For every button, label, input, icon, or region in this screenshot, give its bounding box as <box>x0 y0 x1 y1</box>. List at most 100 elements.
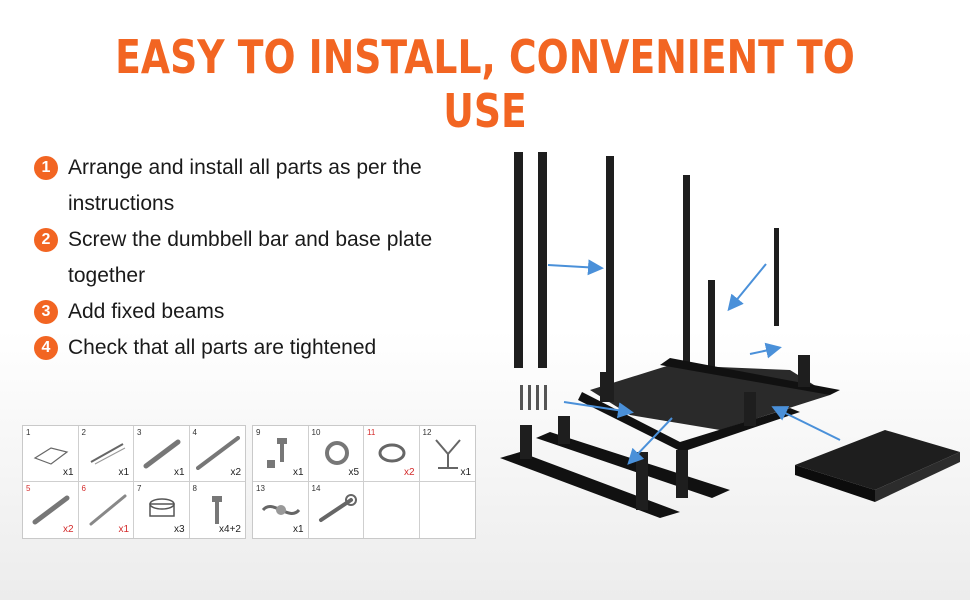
part-quantity: x1 <box>173 467 185 478</box>
part-number: 2 <box>81 428 86 437</box>
step-number-badge: 3 <box>34 300 58 324</box>
part-number: 1 <box>26 428 31 437</box>
bolt-nut-icon <box>267 438 287 468</box>
part-cell: 7 x3 <box>134 482 190 538</box>
long-tube-icon <box>195 436 240 470</box>
part-number: 4 <box>192 428 197 437</box>
part-quantity: x1 <box>292 467 304 478</box>
rod-icon <box>89 494 126 526</box>
step-number-badge: 1 <box>34 156 58 180</box>
part-cell: 11 x2 <box>364 426 420 482</box>
post-part <box>636 452 648 510</box>
part-number: 9 <box>256 428 261 437</box>
part-cell: 8 x4+2 <box>190 482 246 538</box>
harness-icon <box>434 439 461 469</box>
bolt-part <box>544 385 547 410</box>
arrow-indicator <box>727 263 767 312</box>
step-number-badge: 2 <box>34 228 58 252</box>
part-number: 5 <box>26 484 31 493</box>
bracket-icon <box>90 443 125 465</box>
post-part <box>798 355 810 387</box>
post-part <box>520 425 532 459</box>
part-cell: 4 x2 <box>189 426 245 482</box>
part-number: 11 <box>367 428 376 437</box>
pole-part <box>683 175 690 370</box>
part-quantity: x1 <box>62 467 74 478</box>
part-quantity: x3 <box>173 524 185 535</box>
step-text: Screw the dumbbell bar and base plate to… <box>68 228 433 287</box>
part-cell: 10 x5 <box>308 426 364 482</box>
tube-icon <box>32 495 70 525</box>
arrow-indicator <box>547 259 604 276</box>
step-3: 3 Add fixed beams <box>34 294 454 330</box>
part-quantity: x1 <box>118 467 129 478</box>
bolt-part <box>520 385 523 410</box>
empty-cell <box>364 482 420 538</box>
part-cell: 14 <box>309 482 364 538</box>
part-number: 8 <box>192 484 197 493</box>
part-quantity: x4+2 <box>219 524 241 535</box>
steps-list: 1 Arrange and install all parts as per t… <box>34 150 454 366</box>
pull-plate-part <box>875 452 960 502</box>
part-cell: 9 x1 <box>253 426 309 482</box>
part-quantity: x2 <box>403 467 415 478</box>
step-text: Arrange and install all parts as per the… <box>68 156 422 215</box>
strap-icon <box>261 505 301 515</box>
part-cell: 13 x1 <box>253 482 309 538</box>
page-title: EASY TO INSTALL, CONVENIENT TO USE <box>115 30 855 138</box>
arrow-indicator <box>563 401 634 419</box>
frame-rail-part <box>660 358 840 395</box>
part-cell: 6 x1 <box>79 482 134 538</box>
part-quantity: x2 <box>230 467 241 478</box>
part-number: 13 <box>256 484 265 493</box>
post-part <box>600 372 614 402</box>
pole-part <box>514 152 523 368</box>
post-part <box>676 450 688 498</box>
arrow-indicator <box>749 342 782 359</box>
pole-part <box>606 156 614 391</box>
step-4: 4 Check that all parts are tightened <box>34 330 454 366</box>
part-cell: 12 x1 <box>419 426 475 482</box>
part-number: 12 <box>422 428 432 437</box>
post-part <box>744 392 756 426</box>
part-number: 6 <box>81 484 86 493</box>
tube-icon <box>143 439 181 469</box>
part-cell: 1 x1 <box>23 426 79 482</box>
part-quantity: x5 <box>348 467 359 478</box>
part-number: 10 <box>311 428 321 437</box>
pole-part <box>538 152 547 368</box>
wrench-icon <box>318 494 357 522</box>
part-quantity: x1 <box>460 467 471 478</box>
part-number: 14 <box>311 484 321 493</box>
plate-icon <box>33 447 69 465</box>
cap-icon <box>149 498 175 517</box>
pole-part <box>774 228 779 326</box>
sled-assembly-illustration <box>500 152 960 518</box>
step-1: 1 Arrange and install all parts as per t… <box>34 150 454 222</box>
bolt-part <box>528 385 531 410</box>
washer-icon <box>324 441 349 465</box>
empty-cell <box>420 482 476 538</box>
part-quantity: x1 <box>118 524 129 535</box>
step-2: 2 Screw the dumbbell bar and base plate … <box>34 222 454 294</box>
part-cell: 3 x1 <box>134 426 190 482</box>
part-cell: 2 x1 <box>78 426 134 482</box>
part-number: 7 <box>137 484 142 493</box>
part-quantity: x1 <box>292 524 304 535</box>
parts-list-right: 9 x1 10 x5 11 x2 12 x1 13 x1 14 <box>252 425 476 539</box>
lower-rail-part <box>500 452 680 518</box>
ring-icon <box>378 443 406 463</box>
pull-plate-part <box>795 430 960 490</box>
step-text: Add fixed beams <box>68 300 225 323</box>
pole-part <box>708 280 715 390</box>
part-number: 3 <box>137 428 142 437</box>
step-number-badge: 4 <box>34 336 58 360</box>
bolt-part <box>536 385 539 410</box>
bolt-icon <box>211 496 222 524</box>
pull-plate-part <box>795 465 875 502</box>
arrow-indicator <box>627 417 673 465</box>
post-part <box>558 416 570 444</box>
arrow-indicator <box>771 406 841 441</box>
